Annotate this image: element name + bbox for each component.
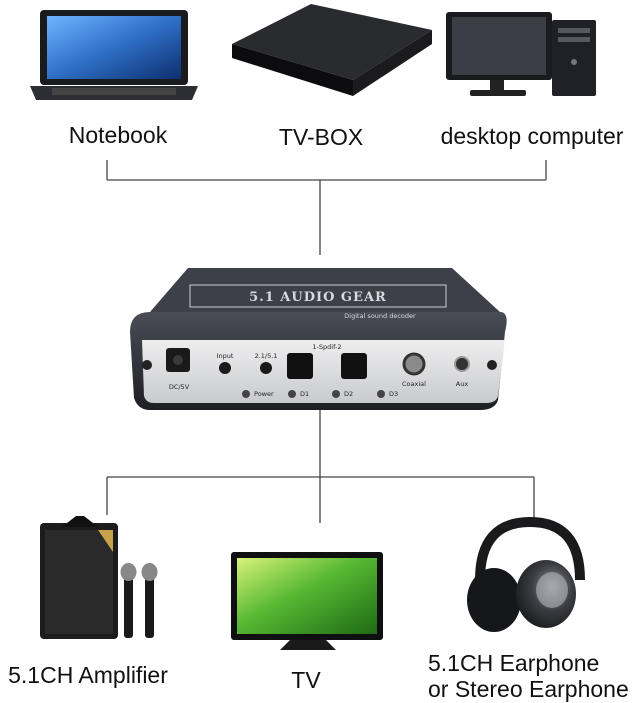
audio-decoder-device: 5.1 AUDIO GEAR Digital sound decoder DC/… <box>130 268 507 410</box>
output-label-earphone-line2: or Stereo Earphone <box>428 676 629 702</box>
tv-icon <box>231 552 383 650</box>
output-label-amplifier: 5.1CH Amplifier <box>8 662 168 688</box>
port-label-spdif: 1-Spdif-2 <box>312 343 341 351</box>
device-brand-text: 5.1 AUDIO GEAR <box>249 290 387 305</box>
port-label-aux: Aux <box>456 380 469 388</box>
source-label-notebook: Notebook <box>68 122 168 148</box>
desktop-computer-icon <box>446 12 596 96</box>
port-label-input: Input <box>217 352 234 360</box>
port-label-coaxial: Coaxial <box>402 380 426 388</box>
tv-box-icon <box>232 4 432 96</box>
amplifier-speaker-icon <box>40 516 158 639</box>
led-label-d2: D2 <box>344 390 353 398</box>
headphones-icon <box>467 516 585 632</box>
source-label-tv-box: TV-BOX <box>278 124 364 150</box>
device-subtitle-text: Digital sound decoder <box>344 312 416 320</box>
output-label-tv: TV <box>291 667 321 693</box>
top-connector-lines <box>106 160 547 255</box>
output-label-earphone-line1: 5.1CH Earphone <box>428 650 600 676</box>
led-label-d1: D1 <box>300 390 309 398</box>
port-label-mode: 2.1/5.1 <box>255 352 278 360</box>
laptop-icon <box>30 10 198 100</box>
led-label-d3: D3 <box>389 390 398 398</box>
led-label-power: Power <box>254 390 274 398</box>
bottom-connector-lines <box>106 405 535 523</box>
source-label-desktop-computer: desktop computer <box>440 123 624 149</box>
port-label-dc: DC/5V <box>169 383 190 391</box>
